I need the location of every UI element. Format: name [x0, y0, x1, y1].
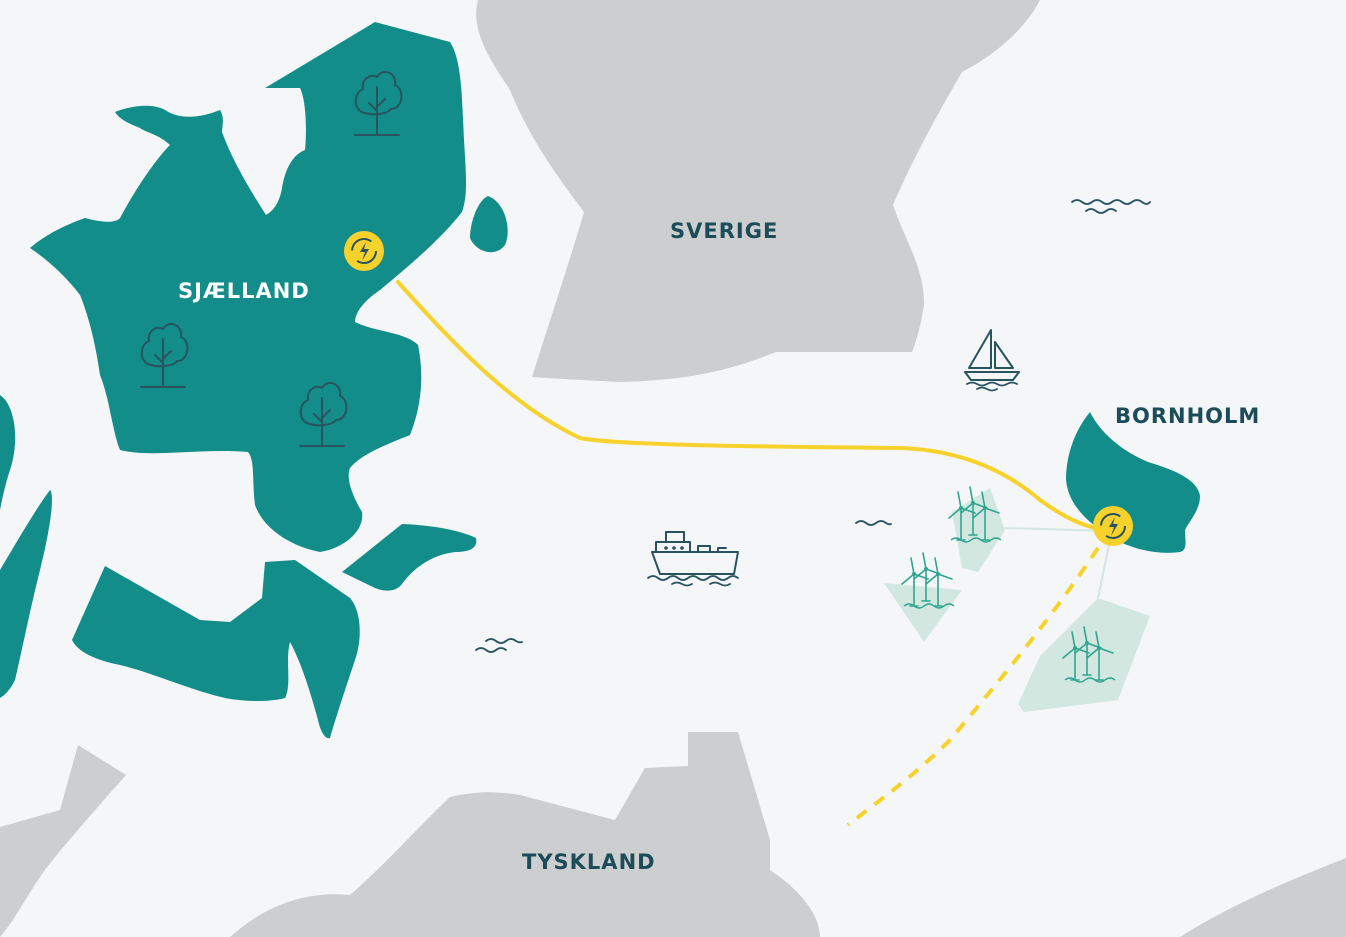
- wind-area-west: [884, 583, 962, 642]
- cable-bornholm-sjaelland: [396, 280, 1114, 533]
- label-sverige: SVERIGE: [670, 219, 778, 243]
- lolland-island: [72, 560, 360, 739]
- fyn-island: [0, 395, 16, 510]
- sjaelland-island: [30, 22, 466, 552]
- east-land: [1180, 858, 1346, 937]
- moen-island: [342, 524, 477, 591]
- energy-hub-bornholm-icon: [1092, 505, 1134, 547]
- sailboat-icon: [964, 329, 1020, 392]
- label-sjaelland: SJÆLLAND: [178, 279, 310, 303]
- wave-icon: [1071, 199, 1151, 214]
- ship-icon: [647, 531, 739, 587]
- label-tyskland: TYSKLAND: [522, 850, 656, 874]
- wave-icon: [475, 638, 523, 653]
- langeland-island: [0, 490, 52, 698]
- germany-land: [230, 732, 820, 937]
- label-bornholm: BORNHOLM: [1115, 404, 1260, 428]
- bornholm-island: [1066, 412, 1200, 553]
- sweden-land: [476, 0, 1040, 382]
- energy-hub-sjaelland-icon: [343, 230, 385, 272]
- germany-west-land: [0, 745, 126, 937]
- amager-island: [470, 196, 508, 253]
- wind-area-south: [1018, 598, 1150, 712]
- wave-icon: [855, 520, 892, 526]
- cable-bornholm-germany: [846, 546, 1100, 827]
